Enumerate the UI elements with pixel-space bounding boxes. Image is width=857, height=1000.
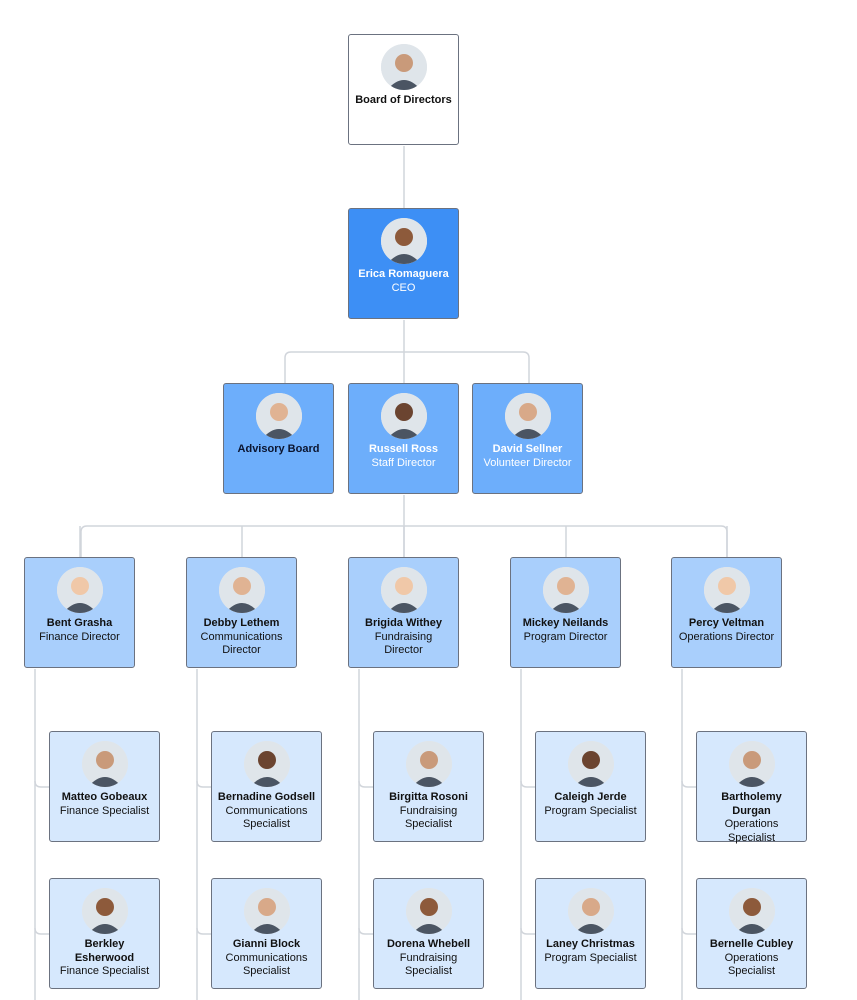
specialist-card[interactable]: Laney Christmas Program Specialist <box>535 878 646 989</box>
board-card[interactable]: Board of Directors <box>348 34 459 145</box>
connector <box>358 927 373 935</box>
card-name: Berkley Esherwood <box>74 938 135 964</box>
card-name: Matteo Gobeaux <box>61 791 148 803</box>
card-title: Finance Specialist <box>59 965 150 977</box>
avatar <box>56 567 103 613</box>
card-title: Staff Director <box>371 456 436 469</box>
card-title: Communications Specialist <box>225 951 308 978</box>
avatar <box>380 393 427 439</box>
connector <box>520 780 535 788</box>
specialist-card[interactable]: Dorena Whebell Fundraising Specialist <box>373 878 484 989</box>
avatar <box>405 888 452 934</box>
level2-card[interactable]: Russell Ross Staff Director <box>348 383 459 494</box>
connector <box>196 780 211 788</box>
card-title: Operations Specialist <box>724 951 779 978</box>
connector <box>681 927 696 935</box>
specialist-card[interactable]: Gianni Block Communications Specialist <box>211 878 322 989</box>
card-title: Operations Director <box>678 630 775 643</box>
card-name: Advisory Board <box>237 443 320 455</box>
connector <box>34 927 49 935</box>
director-card[interactable]: Mickey Neilands Program Director <box>510 557 621 668</box>
card-name: Erica Romaguera <box>358 268 449 280</box>
connector <box>520 927 535 935</box>
avatar <box>81 888 128 934</box>
connector <box>681 780 696 788</box>
specialist-card[interactable]: Bernadine Godsell Communications Special… <box>211 731 322 842</box>
avatar <box>504 393 551 439</box>
card-name: Russell Ross <box>368 443 439 455</box>
card-title: Communications Director <box>200 630 283 657</box>
card-name: Bent Grasha <box>46 617 113 629</box>
card-title: Program Specialist <box>544 951 637 964</box>
avatar <box>255 393 302 439</box>
avatar <box>703 567 750 613</box>
avatar <box>728 741 775 787</box>
connector <box>358 780 373 788</box>
avatar <box>405 741 452 787</box>
avatar <box>728 888 775 934</box>
card-name: Gianni Block <box>232 938 301 950</box>
avatar <box>218 567 265 613</box>
card-name: Bernelle Cubley <box>709 938 794 950</box>
card-name: David Sellner <box>492 443 563 455</box>
avatar <box>380 567 427 613</box>
card-name: Dorena Whebell <box>386 938 471 950</box>
card-title: Finance Specialist <box>59 804 150 817</box>
card-name: Debby Lethem <box>203 617 280 629</box>
specialist-card[interactable]: Birgitta Rosoni Fundraising Specialist <box>373 731 484 842</box>
card-title: Fundraising Director <box>374 630 433 657</box>
card-name: Bartholemy Durgan <box>721 791 782 817</box>
ceo-card[interactable]: Erica Romaguera CEO <box>348 208 459 319</box>
avatar <box>380 44 427 90</box>
card-title: Operations Specialist <box>724 818 779 844</box>
connector <box>196 927 211 935</box>
specialist-card[interactable]: Caleigh Jerde Program Specialist <box>535 731 646 842</box>
card-title: Fundraising Specialist <box>399 951 458 978</box>
level2-card[interactable]: David Sellner Volunteer Director <box>472 383 583 494</box>
avatar <box>542 567 589 613</box>
director-card[interactable]: Debby Lethem Communications Director <box>186 557 297 668</box>
director-card[interactable]: Brigida Withey Fundraising Director <box>348 557 459 668</box>
specialist-card[interactable]: Bartholemy Durgan Operations Specialist <box>696 731 807 844</box>
connector <box>34 780 49 788</box>
avatar <box>81 741 128 787</box>
specialist-card[interactable]: Berkley Esherwood Finance Specialist <box>49 878 160 989</box>
specialist-card[interactable]: Bernelle Cubley Operations Specialist <box>696 878 807 989</box>
card-name: Brigida Withey <box>365 617 442 629</box>
card-name: Caleigh Jerde <box>554 791 627 803</box>
card-title: Program Director <box>523 630 608 643</box>
card-name: Birgitta Rosoni <box>389 791 468 803</box>
card-name: Board of Directors <box>355 94 452 106</box>
card-name: Percy Veltman <box>688 617 765 629</box>
avatar <box>567 888 614 934</box>
avatar <box>243 888 290 934</box>
avatar <box>567 741 614 787</box>
card-title: Finance Director <box>39 630 120 643</box>
card-name: Mickey Neilands <box>522 617 609 629</box>
card-title: CEO <box>391 281 416 294</box>
card-name: Laney Christmas <box>546 938 635 950</box>
card-title: Fundraising Specialist <box>399 804 458 831</box>
director-card[interactable]: Bent Grasha Finance Director <box>24 557 135 668</box>
card-name: Bernadine Godsell <box>217 791 316 803</box>
card-title: Program Specialist <box>544 804 637 817</box>
avatar <box>380 218 427 264</box>
level2-card[interactable]: Advisory Board <box>223 383 334 494</box>
card-title: Volunteer Director <box>483 456 572 469</box>
specialist-card[interactable]: Matteo Gobeaux Finance Specialist <box>49 731 160 842</box>
connector <box>284 351 530 383</box>
director-card[interactable]: Percy Veltman Operations Director <box>671 557 782 668</box>
card-title: Communications Specialist <box>225 804 308 831</box>
avatar <box>243 741 290 787</box>
